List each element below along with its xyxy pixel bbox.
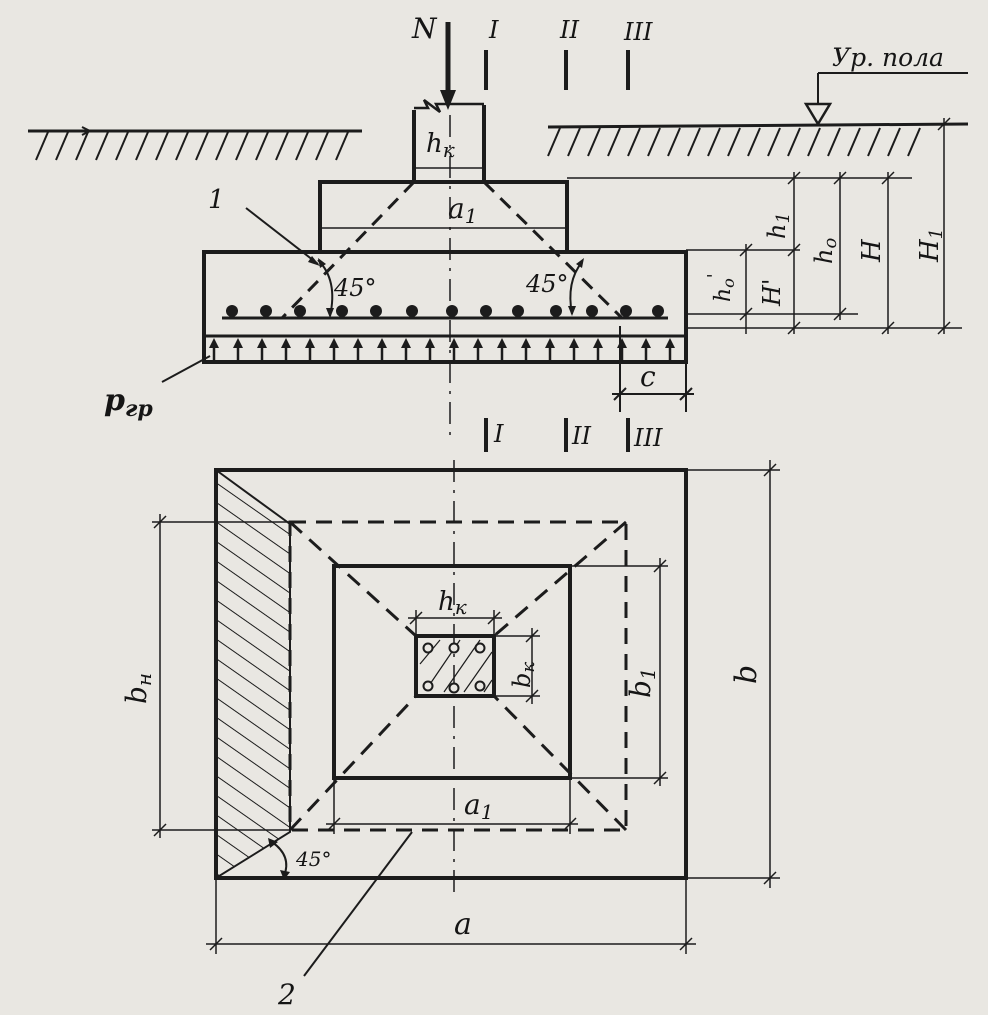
dim-H-prime-label: H': [758, 278, 786, 307]
plan-a-dimension: a: [206, 878, 696, 954]
force-arrow: N: [411, 12, 456, 110]
plan-a-label: a: [454, 907, 472, 942]
ground-left: [28, 126, 362, 161]
dim-h0-label: ho: [810, 238, 841, 264]
section-label-2: II: [559, 16, 579, 44]
force-label: N: [411, 12, 438, 45]
callout-2-label: 2: [277, 978, 296, 1011]
section-label-1: I: [488, 16, 499, 44]
floor-level-marker: Ур. пола: [803, 43, 968, 127]
plan-b1-dimension: b1: [570, 558, 668, 786]
dim-h0-prime-label: ho': [704, 273, 738, 302]
section-marks-top: I II III: [484, 16, 653, 90]
plan-b1-label: b1: [624, 667, 660, 698]
plan-a1-dimension: a1: [326, 778, 578, 834]
angle-left-label: 45°: [333, 274, 377, 302]
step-width-label: a1: [448, 192, 477, 228]
floor-level-label: Ур. пола: [832, 43, 944, 72]
plan-section-label-2: II: [571, 422, 591, 450]
dim-H1-label: H1: [915, 228, 947, 263]
soil-pressure-label: pгр: [104, 383, 153, 422]
plan-b-dimension: b: [686, 460, 780, 888]
punching-lines: [280, 180, 624, 320]
plan-hk-label: hк: [438, 587, 467, 619]
reinforcement-bars: [222, 305, 668, 320]
overhang-dimension: c: [612, 326, 694, 412]
hatched-area: [216, 470, 290, 878]
plan-upper-step: [332, 564, 572, 780]
plan-bn-dimension: bн: [120, 514, 290, 838]
plan-bk-dimension: bк: [494, 628, 540, 704]
plan-bn-label: bн: [120, 673, 156, 704]
plan-section-label-1: I: [493, 420, 504, 448]
section-view: Ур. пола N I II III hк a1: [28, 12, 969, 440]
section-marks-plan: I II III: [484, 418, 663, 452]
plan-column: [414, 634, 496, 698]
height-dimensions: ho' h1 H' ho H H1: [567, 117, 962, 335]
plan-hk-dimension: hк: [408, 587, 502, 636]
section-label-3: III: [623, 18, 653, 46]
plan-dashed-square: [288, 520, 628, 832]
plan-angle-label: 45°: [295, 847, 331, 871]
angle-right-label: 45°: [525, 270, 569, 298]
base-slab: [202, 250, 688, 364]
overhang-label: c: [640, 360, 656, 393]
plan-section-label-3: III: [633, 424, 663, 452]
plan-b-label: b: [729, 665, 764, 684]
plan-outer-slab: [214, 468, 688, 880]
plan-bk-label: bк: [508, 662, 539, 688]
ground-right: [547, 122, 969, 157]
plan-diagonals: [288, 520, 628, 832]
callout-1-label: 1: [208, 185, 225, 215]
column-stub: hк: [412, 99, 486, 182]
dim-H-label: H: [857, 238, 887, 263]
column-width-label: hк: [426, 129, 455, 162]
soil-pressure-arrows: pгр: [104, 338, 675, 422]
plan-a1-label: a1: [464, 788, 493, 824]
plan-view: I II III: [120, 418, 780, 1011]
dim-h1-label: h1: [763, 212, 794, 239]
